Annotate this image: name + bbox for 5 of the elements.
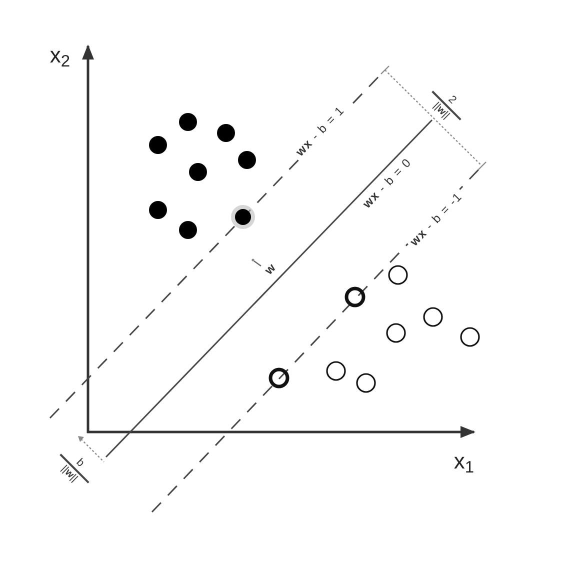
fraction-numerator: 2 [446, 93, 459, 106]
fraction-numerator: b [74, 456, 87, 470]
vector-label: w [262, 260, 278, 278]
axis-label: x$_{2}$ [50, 42, 70, 72]
axis-label: x$_{1}$ [454, 448, 474, 478]
